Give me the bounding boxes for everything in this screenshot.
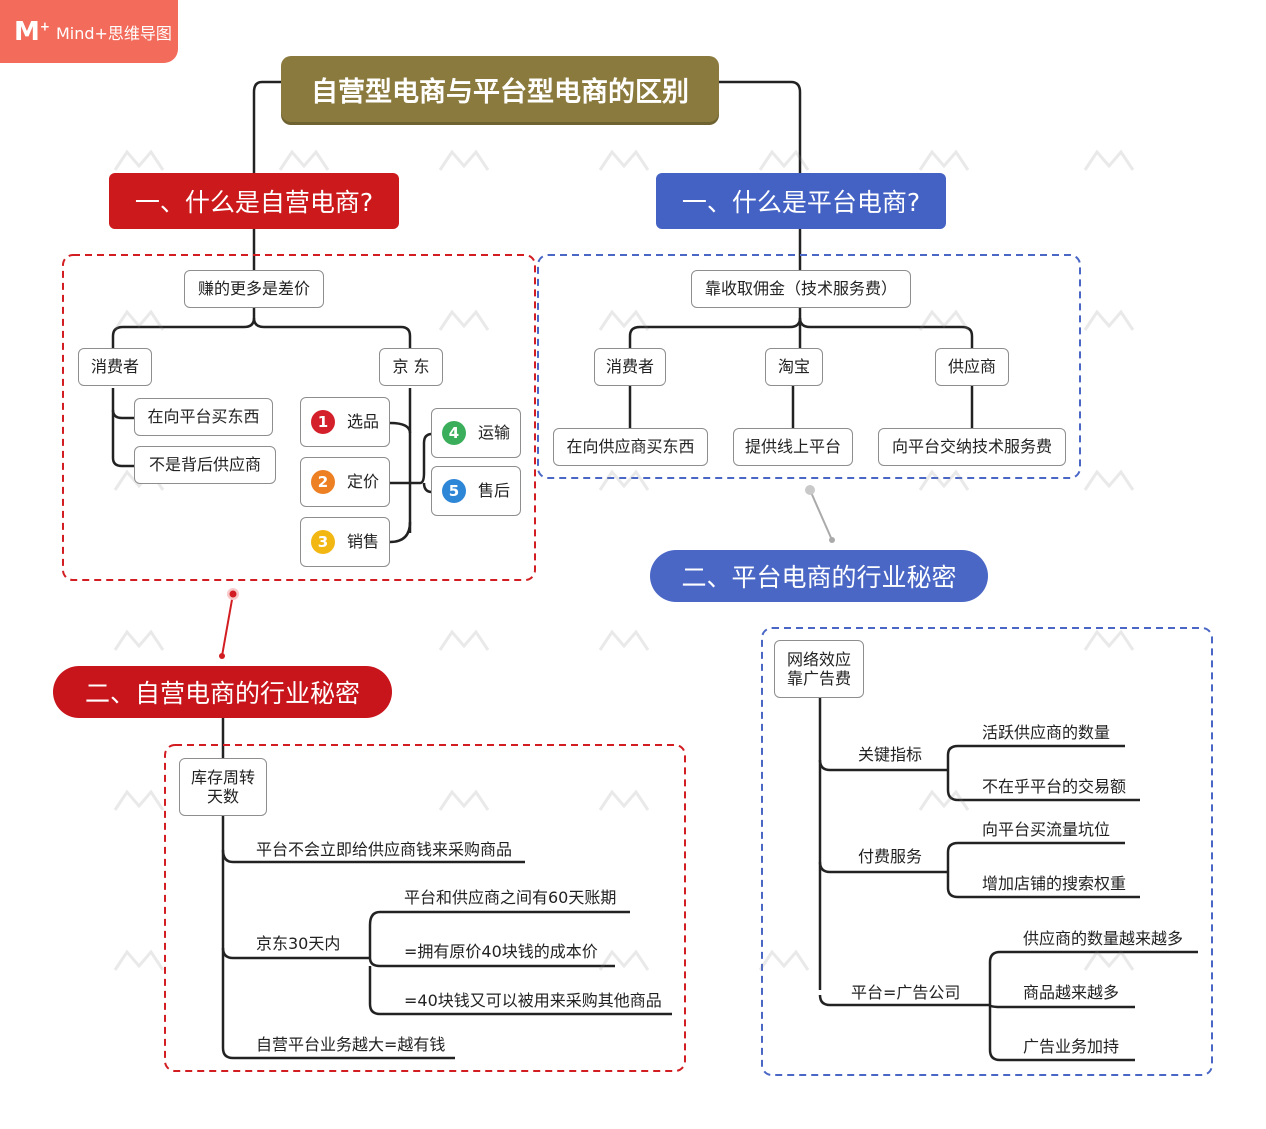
brand-logo: M+ Mind+思维导图 bbox=[0, 0, 178, 63]
jd-30-days-node[interactable]: 京东30天内 bbox=[256, 934, 341, 953]
mindplus-logo-icon: M+ bbox=[14, 16, 50, 47]
left-main-node[interactable]: 赚的更多是差价 bbox=[184, 270, 324, 308]
right-section-title[interactable]: 一、什么是平台电商? bbox=[656, 173, 946, 229]
left-secret-title[interactable]: 二、自营电商的行业秘密 bbox=[53, 666, 392, 718]
number-4-icon: 4 bbox=[441, 421, 466, 445]
number-5-icon: 5 bbox=[441, 479, 466, 503]
brand-name: Mind+思维导图 bbox=[55, 23, 172, 43]
number-1-icon: 1 bbox=[310, 410, 335, 434]
number-3-icon: 3 bbox=[310, 530, 335, 554]
jd-child-3[interactable]: =40块钱又可以被用来采购其他商品 bbox=[404, 991, 662, 1010]
ad-company-child-3[interactable]: 广告业务加持 bbox=[1023, 1037, 1120, 1056]
step-label: 选品 bbox=[346, 412, 379, 432]
key-metrics-child-2[interactable]: 不在乎平台的交易额 bbox=[982, 777, 1127, 796]
network-effect-node[interactable]: 网络效应 靠广告费 bbox=[774, 640, 864, 698]
key-metrics-child-1[interactable]: 活跃供应商的数量 bbox=[982, 723, 1111, 742]
step-select[interactable]: 1 选品 bbox=[300, 397, 390, 447]
ad-company-child-2[interactable]: 商品越来越多 bbox=[1023, 983, 1120, 1002]
step-label: 定价 bbox=[346, 472, 379, 492]
right-consumer-child[interactable]: 在向供应商买东西 bbox=[553, 428, 708, 466]
left-section-title[interactable]: 一、什么是自营电商? bbox=[109, 173, 399, 229]
ad-company-node[interactable]: 平台=广告公司 bbox=[851, 983, 961, 1002]
right-main-node[interactable]: 靠收取佣金（技术服务费） bbox=[691, 270, 911, 308]
paid-service-node[interactable]: 付费服务 bbox=[858, 847, 923, 866]
inventory-turnover-node[interactable]: 库存周转 天数 bbox=[179, 758, 267, 816]
jd-child-2[interactable]: =拥有原价40块钱的成本价 bbox=[404, 942, 598, 961]
root-node[interactable]: 自营型电商与平台型电商的区别 bbox=[281, 56, 719, 122]
paid-service-child-1[interactable]: 向平台买流量坑位 bbox=[982, 820, 1111, 839]
number-2-icon: 2 bbox=[310, 470, 335, 494]
taobao-node[interactable]: 淘宝 bbox=[765, 348, 823, 386]
step-aftersales[interactable]: 5 售后 bbox=[431, 466, 521, 516]
step-shipping[interactable]: 4 运输 bbox=[431, 408, 521, 458]
right-secret-title[interactable]: 二、平台电商的行业秘密 bbox=[650, 550, 988, 602]
jd-node[interactable]: 京 东 bbox=[379, 348, 443, 386]
jd-child-1[interactable]: 平台和供应商之间有60天账期 bbox=[404, 888, 617, 907]
taobao-child[interactable]: 提供线上平台 bbox=[733, 428, 853, 466]
left-consumer-node[interactable]: 消费者 bbox=[78, 348, 152, 386]
supplier-child[interactable]: 向平台交纳技术服务费 bbox=[878, 428, 1066, 466]
step-label: 销售 bbox=[346, 532, 379, 552]
step-pricing[interactable]: 2 定价 bbox=[300, 457, 390, 507]
paid-service-child-2[interactable]: 增加店铺的搜索权重 bbox=[982, 874, 1127, 893]
step-label: 售后 bbox=[477, 481, 510, 501]
consumer-child-1[interactable]: 在向平台买东西 bbox=[134, 398, 273, 436]
step-label: 运输 bbox=[477, 423, 510, 443]
ad-company-child-1[interactable]: 供应商的数量越来越多 bbox=[1023, 929, 1184, 948]
step-sales[interactable]: 3 销售 bbox=[300, 517, 390, 567]
right-consumer-node[interactable]: 消费者 bbox=[594, 348, 666, 386]
left-secret-item-a[interactable]: 平台不会立即给供应商钱来采购商品 bbox=[256, 840, 513, 859]
consumer-child-2[interactable]: 不是背后供应商 bbox=[134, 446, 276, 484]
supplier-node[interactable]: 供应商 bbox=[935, 348, 1009, 386]
left-secret-item-c[interactable]: 自营平台业务越大=越有钱 bbox=[256, 1035, 446, 1054]
key-metrics-node[interactable]: 关键指标 bbox=[858, 745, 923, 764]
